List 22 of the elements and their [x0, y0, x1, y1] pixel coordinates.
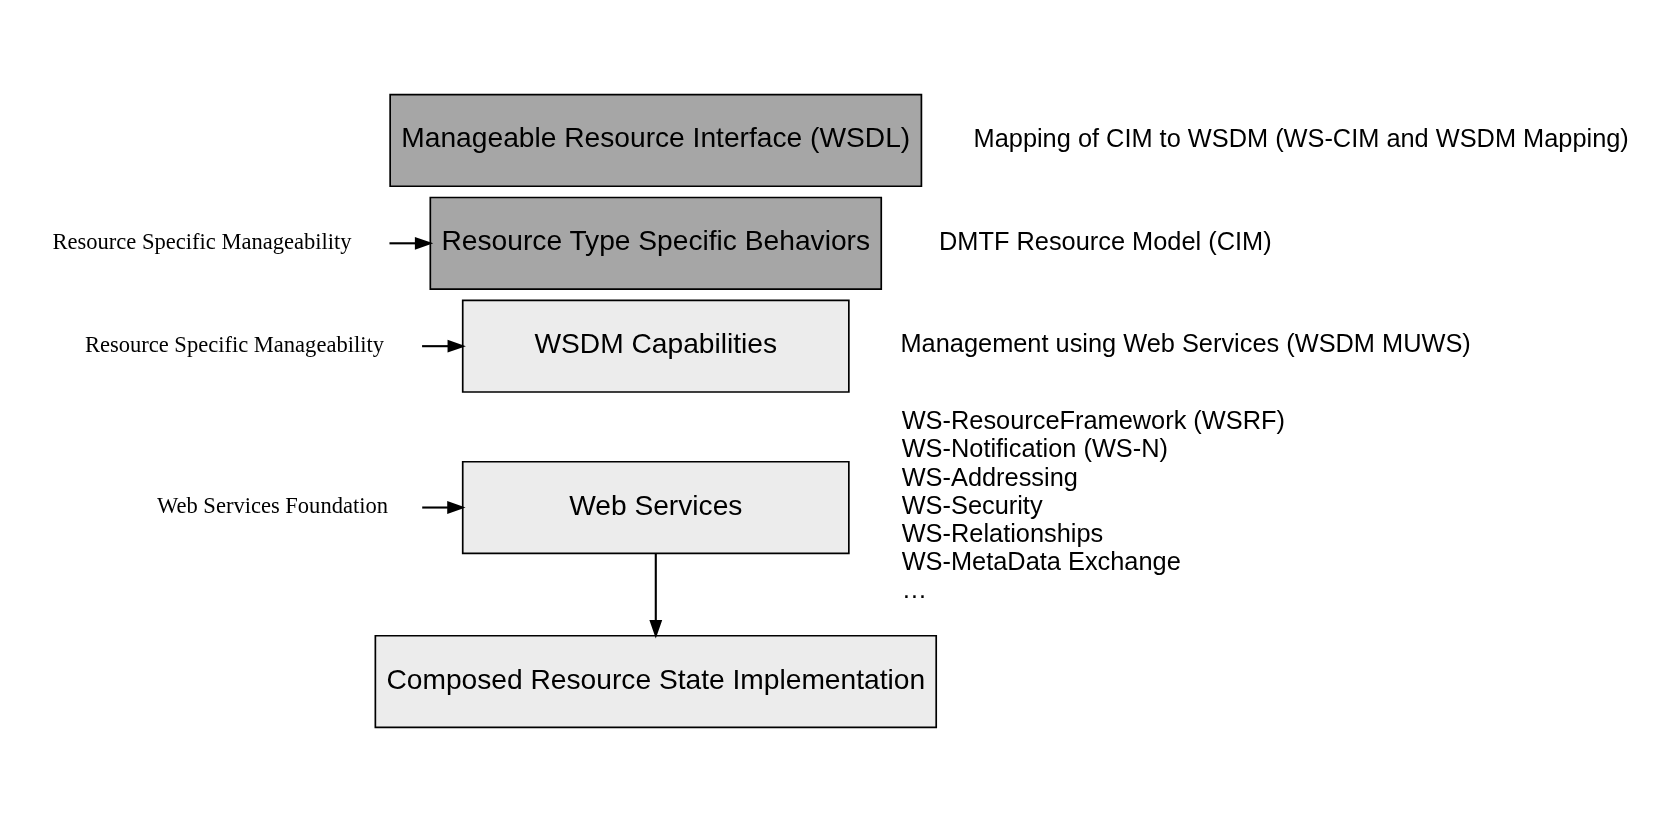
node-label: WS-ResourceFramework (WSRF) — [901, 406, 1285, 435]
node-label: WS-Relationships — [901, 518, 1104, 547]
node-box: Composed Resource State Implementation — [374, 634, 938, 729]
node-label: WS-Notification (WS-N) — [901, 434, 1168, 463]
node-box: Manageable Resource Interface (WSDL) — [389, 93, 923, 188]
arrow — [649, 553, 663, 639]
node-label: Mapping of CIM to WSDM (WS-CIM and WSDM Mapping) — [973, 123, 1629, 152]
node-label: WS-Security — [901, 490, 1043, 519]
node-box: Web Services — [461, 460, 850, 555]
node-box: Resource Type Specific Behaviors — [429, 196, 883, 290]
node-label: … — [901, 575, 928, 604]
node-box: WSDM Capabilities — [461, 299, 850, 393]
node-label: WS-MetaData Exchange — [901, 547, 1181, 576]
node-label: WS-Addressing — [901, 462, 1078, 491]
node-text: Resource Specific Manageability — [52, 228, 352, 254]
node-text: Web Services Foundation — [157, 492, 388, 518]
node-label: Management using Web Services (WSDM MUWS) — [900, 329, 1471, 358]
node-label: DMTF Resource Model (CIM) — [939, 226, 1272, 255]
arrow — [422, 339, 466, 353]
node-text: Resource Specific Manageability — [84, 331, 384, 357]
arrow — [389, 236, 434, 250]
arrow — [422, 501, 466, 514]
